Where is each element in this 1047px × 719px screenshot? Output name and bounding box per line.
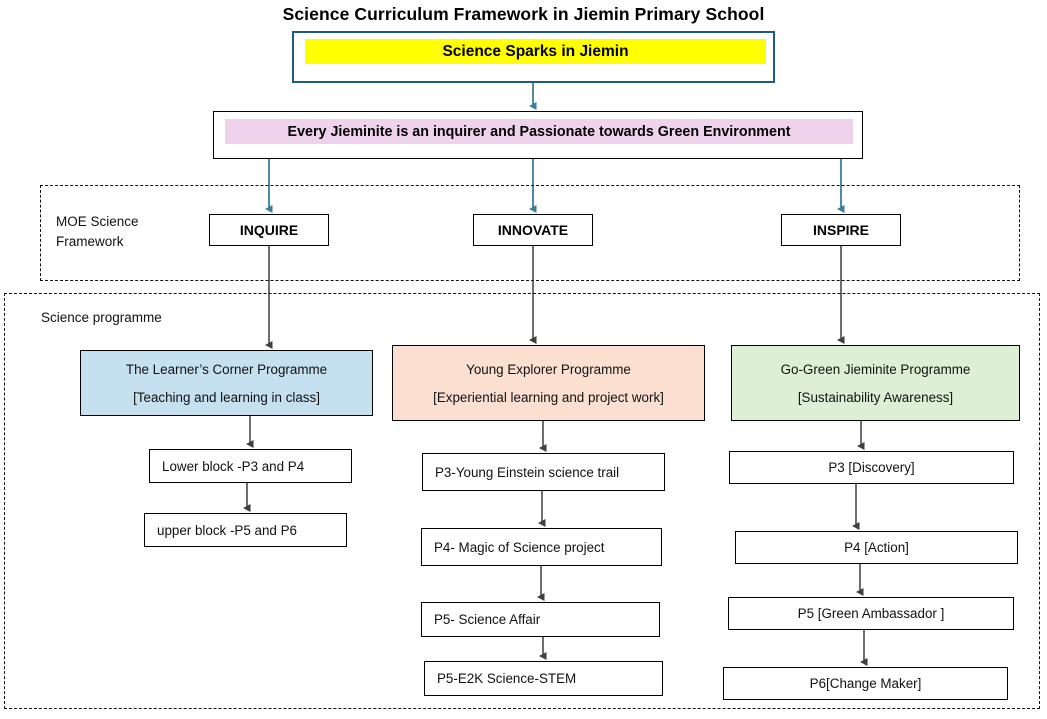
learners-corner-item-1[interactable]: Lower block -P3 and P4 (149, 449, 352, 483)
programme-title-young-explorer: Young Explorer Programme (466, 361, 631, 377)
pillar-inquire[interactable]: INQUIRE (209, 214, 329, 246)
banner-box: Science Sparks in Jiemin (292, 31, 775, 83)
programme-subtitle-go-green-jieminite: [Sustainability Awareness] (797, 389, 954, 405)
vision-text: Every Jieminite is an inquirer and Passi… (225, 119, 853, 144)
programme-subtitle-young-explorer: [Experiential learning and project work] (433, 389, 664, 405)
science-programme-label: Science programme (41, 310, 162, 325)
science-programme-container (4, 293, 1040, 709)
vision-box: Every Jieminite is an inquirer and Passi… (213, 111, 863, 159)
programme-subtitle-learners-corner: [Teaching and learning in class] (133, 389, 320, 405)
learners-corner-item-2[interactable]: upper block -P5 and P6 (144, 513, 347, 547)
programme-title-go-green-jieminite: Go-Green Jieminite Programme (780, 361, 971, 377)
moe-framework-container (40, 185, 1020, 281)
go-green-item-4[interactable]: P6[Change Maker] (723, 667, 1008, 700)
programme-title-learners-corner: The Learner’s Corner Programme (125, 361, 328, 377)
moe-framework-label: MOE Science Framework (56, 214, 139, 249)
young-explorer-item-1[interactable]: P3-Young Einstein science trail (422, 453, 665, 491)
go-green-item-3[interactable]: P5 [Green Ambassador ] (728, 597, 1014, 630)
go-green-item-1[interactable]: P3 [Discovery] (729, 451, 1014, 484)
banner-text: Science Sparks in Jiemin (305, 39, 766, 64)
young-explorer-item-4[interactable]: P5-E2K Science-STEM (424, 661, 663, 696)
page-title: Science Curriculum Framework in Jiemin P… (282, 4, 765, 24)
pillar-inspire[interactable]: INSPIRE (781, 214, 901, 246)
programme-box-learners-corner[interactable]: The Learner’s Corner Programme [Teaching… (80, 350, 373, 416)
young-explorer-item-2[interactable]: P4- Magic of Science project (421, 528, 662, 566)
programme-box-go-green-jieminite[interactable]: Go-Green Jieminite Programme [Sustainabi… (731, 345, 1020, 421)
pillar-innovate[interactable]: INNOVATE (473, 214, 593, 246)
young-explorer-item-3[interactable]: P5- Science Affair (421, 602, 660, 637)
go-green-item-2[interactable]: P4 [Action] (735, 531, 1018, 564)
programme-box-young-explorer[interactable]: Young Explorer Programme [Experiential l… (392, 345, 705, 421)
